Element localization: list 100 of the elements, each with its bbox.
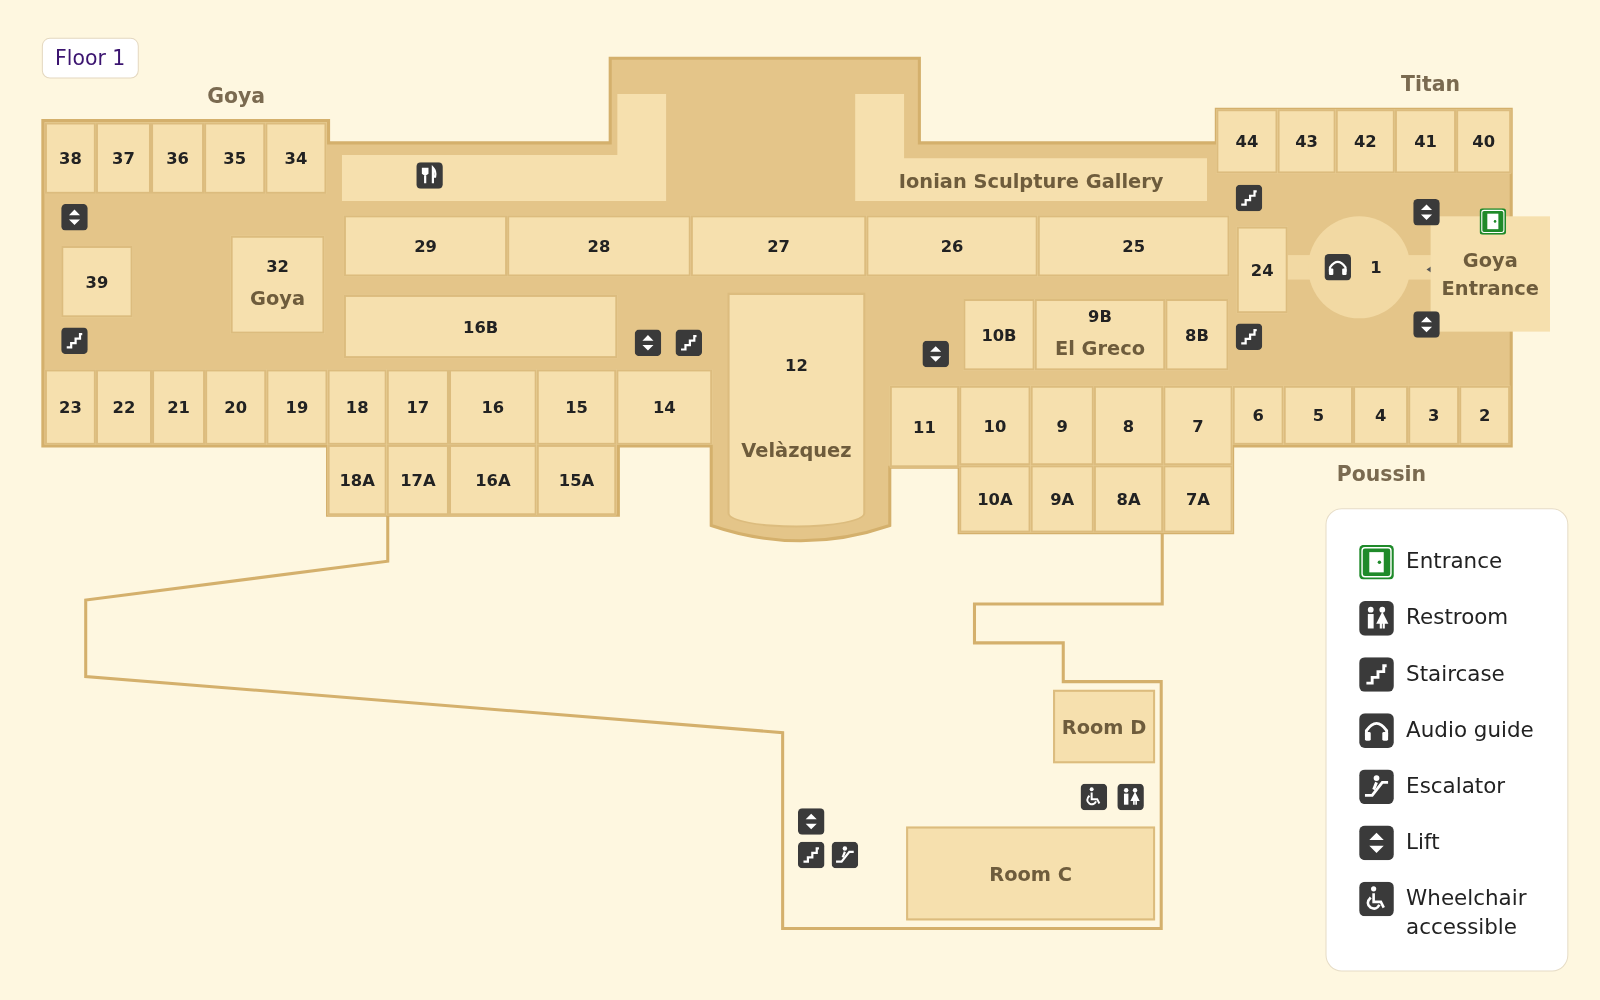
room [327,369,387,445]
room-number: 32 [266,257,289,277]
room [963,299,1035,371]
room-number: 24 [1250,260,1274,280]
room [866,215,1038,277]
room-number: 9 [1056,415,1068,436]
room [959,385,1031,466]
room-number: 17A [400,470,436,490]
room-number: 3 [1427,405,1440,425]
room-number: 16A [475,470,511,490]
wing-label: Poussin [1336,461,1427,486]
room-number: 8A [1116,489,1141,509]
dining-area [341,93,667,201]
room-number: 1 [1370,257,1382,278]
room-number: 6 [1252,405,1264,425]
room [95,122,151,194]
room-number: 27 [767,236,790,256]
room [507,215,691,277]
room [1037,215,1230,277]
room-number: 18 [345,397,369,417]
room-number: 28 [587,236,611,256]
room-number: 19 [285,397,309,417]
room [1232,385,1284,445]
room-number: 36 [166,148,189,168]
room [1034,299,1166,371]
room-name: Goya [250,285,305,312]
room-number: 8 [1122,415,1135,436]
legend-label: Staircase [1406,660,1506,688]
room-name: El Greco [1054,335,1146,362]
room [205,369,267,445]
room [1165,299,1229,371]
room-number: 40 [1472,131,1495,151]
room-number: 16B [463,316,499,337]
room [95,369,153,445]
room [152,369,206,445]
legend-label: Escalator [1406,772,1507,800]
room-number: 8B [1185,325,1209,345]
room [449,444,537,516]
room [386,369,449,445]
room [1093,465,1164,533]
room [204,122,266,194]
room [265,122,327,194]
gallery [855,93,1208,201]
room-number: 25 [1122,236,1145,256]
floor-badge: Floor 1 [41,37,139,79]
room [1394,109,1457,174]
room [1030,385,1094,466]
room-number: 34 [284,148,308,168]
room [690,215,867,277]
room [1163,385,1233,466]
room-number: 10A [977,489,1013,509]
room-number: 9B [1088,307,1112,327]
room-number: 44 [1235,131,1259,151]
room [536,444,617,516]
room-number: 17 [406,397,430,417]
room-number: 37 [112,148,135,168]
room [1283,385,1354,445]
room [1459,385,1511,445]
wing-label: Goya [207,83,265,109]
room [536,369,617,445]
room-number: 10 [983,415,1007,436]
room-number: 41 [1414,131,1437,151]
room-name: Ionian Sculpture Gallery [898,168,1164,195]
room-number: 7 [1192,415,1204,436]
legend-label: Audio guide [1406,716,1535,744]
room-number: 4 [1374,405,1387,425]
room [1408,385,1460,445]
room-name: Room D [1061,714,1147,740]
room-number: 10B [981,325,1017,345]
room [327,444,387,516]
room-number: 22 [112,397,136,417]
room-number: 12 [785,356,808,376]
room-number: 2 [1479,405,1491,425]
room [1053,689,1156,764]
room-number: 38 [59,148,82,168]
room [1353,385,1409,445]
room-number: 20 [224,397,248,417]
room [889,385,960,468]
room-number: 15A [558,470,595,490]
legend-label: Entrance [1406,548,1504,576]
wing-label: Titan [1401,71,1460,96]
room [616,369,713,445]
room-number: 43 [1295,131,1318,151]
room [1335,109,1395,174]
room [1093,385,1164,466]
room [1236,226,1288,314]
room-number: 21 [167,397,190,417]
room [1030,465,1094,533]
room-number: 29 [414,236,437,256]
room [343,215,508,277]
room [151,122,205,194]
room-number: 14 [652,397,676,417]
room [61,245,133,318]
room [1430,216,1550,332]
room [266,369,328,445]
room [386,444,449,516]
room-number: 23 [59,397,82,417]
room [44,369,96,445]
room-number: 18A [339,470,375,490]
room [1163,465,1233,533]
